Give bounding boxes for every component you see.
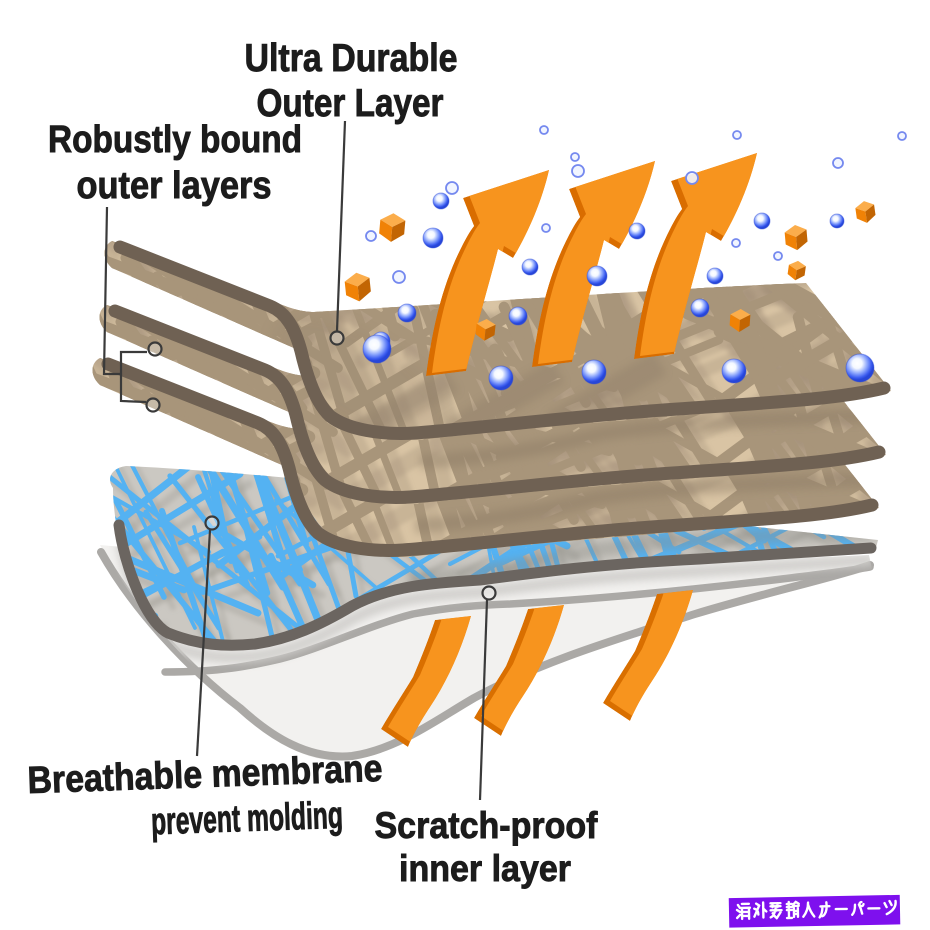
svg-text:Robustly bound: Robustly bound [48, 119, 302, 161]
svg-text:inner layer: inner layer [399, 848, 571, 889]
svg-text:Ultra Durable: Ultra Durable [245, 37, 458, 80]
svg-text:Scratch-proof: Scratch-proof [375, 805, 599, 846]
svg-text:Outer Layer: Outer Layer [257, 82, 444, 125]
svg-text:prevent molding: prevent molding [150, 795, 343, 844]
svg-text:outer layers: outer layers [77, 165, 272, 207]
